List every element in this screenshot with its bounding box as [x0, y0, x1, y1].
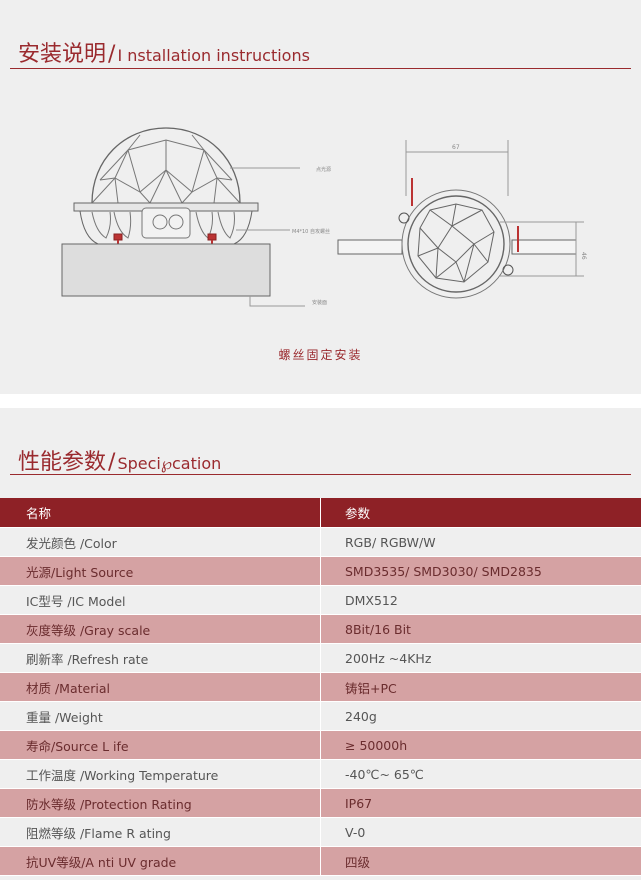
- row-name: 光源/Light Source: [26, 564, 134, 580]
- dimension-height: 46: [580, 252, 587, 260]
- installation-title-en: I nstallation instructions: [117, 46, 310, 65]
- dimension-width: 67: [452, 144, 460, 151]
- row-name: 抗UV等级/A nti UV grade: [26, 854, 177, 870]
- table-row: 工作温度 /Working Temperature -40℃~ 65℃: [0, 760, 641, 789]
- row-value: 四级: [320, 847, 641, 875]
- table-row: 抗UV等级/A nti UV grade 四级: [0, 847, 641, 876]
- specification-title-separator: /: [108, 450, 116, 475]
- header-name: 名称: [26, 506, 52, 521]
- installation-title-cn: 安装说明: [18, 42, 107, 67]
- row-name: 工作温度 /Working Temperature: [26, 767, 219, 783]
- row-name: 防水等级 /Protection Rating: [26, 796, 192, 812]
- row-name: 灰度等级 /Gray scale: [26, 622, 151, 638]
- row-name: 发光颜色 /Color: [26, 535, 117, 551]
- label-screw: M4*10 自攻螺丝: [292, 228, 330, 235]
- row-name: 重量 /Weight: [26, 709, 103, 725]
- installation-caption: 螺丝固定安装: [278, 348, 363, 362]
- specification-title-en: Speci℘cation: [117, 454, 222, 473]
- table-row: 阻燃等级 /Flame R ating V-0: [0, 818, 641, 847]
- row-value: DMX512: [320, 586, 641, 614]
- table-row: 刷新率 /Refresh rate 200Hz ~4KHz: [0, 644, 641, 673]
- table-row: 重量 /Weight 240g: [0, 702, 641, 731]
- table-row: 寿命/Source L ife ≥ 50000h: [0, 731, 641, 760]
- row-value: V-0: [320, 818, 641, 846]
- specification-divider: [10, 474, 631, 475]
- row-value: RGB/ RGBW/W: [320, 528, 641, 556]
- table-header-row: 名称 参数: [0, 498, 641, 528]
- specification-title-cn: 性能参数: [18, 450, 107, 475]
- row-name: 材质 /Material: [26, 680, 110, 696]
- label-mount-surface: 安装面: [312, 299, 327, 306]
- specification-section: 性能参数/Speci℘cation 名称 参数 发光颜色 /Color RGB/…: [0, 408, 641, 880]
- row-value: 8Bit/16 Bit: [320, 615, 641, 643]
- header-value: 参数: [320, 498, 641, 527]
- table-row: 材质 /Material 铸铝+PC: [0, 673, 641, 702]
- table-row: 发光颜色 /Color RGB/ RGBW/W: [0, 528, 641, 557]
- table-row: 防水等级 /Protection Rating IP67: [0, 789, 641, 818]
- top-view-drawing: [337, 140, 584, 299]
- row-value: ≥ 50000h: [320, 731, 641, 759]
- installation-divider: [10, 68, 631, 69]
- row-value: 240g: [320, 702, 641, 730]
- installation-title-separator: /: [108, 42, 116, 67]
- specification-title: 性能参数/Speci℘cation: [18, 444, 221, 476]
- specification-table: 名称 参数 发光颜色 /Color RGB/ RGBW/W 光源/Light S…: [0, 498, 641, 876]
- installation-diagram: 点光源 M4*10 自攻螺丝 安装面 67: [61, 127, 587, 307]
- row-name: IC型号 /IC Model: [26, 593, 126, 609]
- side-view-drawing: [61, 127, 305, 307]
- installation-section: 安装说明/I nstallation instructions: [0, 0, 641, 394]
- row-name: 阻燃等级 /Flame R ating: [26, 825, 171, 841]
- row-value: -40℃~ 65℃: [320, 760, 641, 788]
- row-name: 寿命/Source L ife: [26, 738, 129, 754]
- table-row: 灰度等级 /Gray scale 8Bit/16 Bit: [0, 615, 641, 644]
- row-name: 刷新率 /Refresh rate: [26, 651, 149, 667]
- label-light-source: 点光源: [316, 166, 331, 173]
- row-value: 200Hz ~4KHz: [320, 644, 641, 672]
- table-row: IC型号 /IC Model DMX512: [0, 586, 641, 615]
- row-value: 铸铝+PC: [320, 673, 641, 701]
- table-row: 光源/Light Source SMD3535/ SMD3030/ SMD283…: [0, 557, 641, 586]
- row-value: IP67: [320, 789, 641, 817]
- installation-title: 安装说明/I nstallation instructions: [18, 36, 310, 68]
- row-value: SMD3535/ SMD3030/ SMD2835: [320, 557, 641, 585]
